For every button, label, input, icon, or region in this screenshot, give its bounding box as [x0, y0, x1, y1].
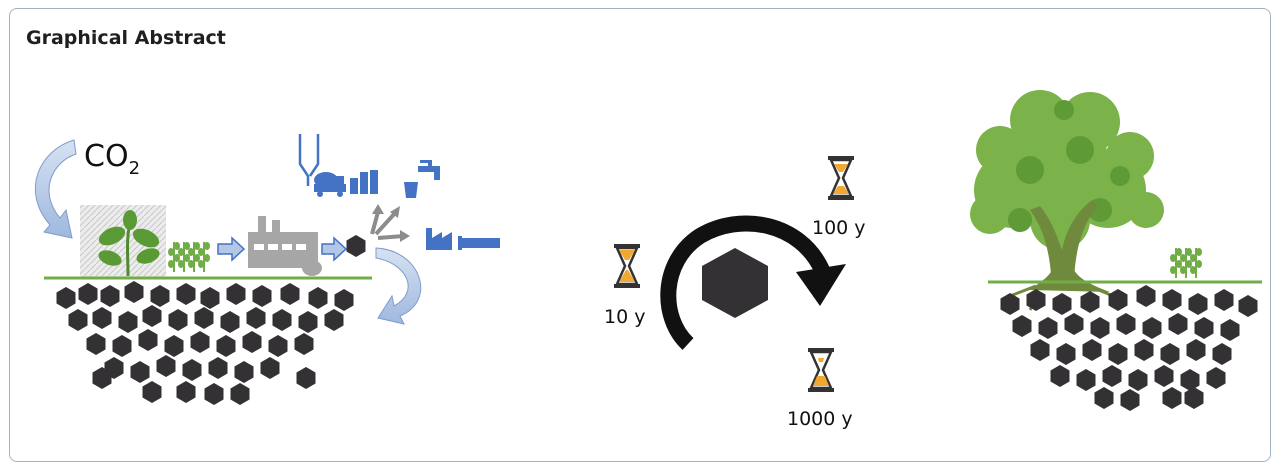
biochar-cluster-left — [56, 281, 354, 405]
industry-icon — [426, 228, 452, 250]
time-label-100y: 100 y — [812, 217, 866, 239]
co2-label: CO2 — [84, 139, 140, 179]
time-label-10y: 10 y — [604, 306, 645, 328]
hourglass-icon — [612, 242, 642, 290]
tap-icon — [404, 160, 440, 198]
arrow-right-icon — [321, 236, 348, 262]
plant-icon — [98, 210, 160, 277]
dispersal-arrows-icon — [370, 210, 405, 240]
cement-mixer-icon — [314, 172, 346, 197]
biochar-hexagon-large-icon — [702, 248, 768, 318]
crop-icon — [167, 241, 211, 273]
hourglass-icon — [826, 154, 856, 202]
circular-arrow-icon — [660, 215, 830, 350]
tree-icon — [970, 90, 1164, 311]
figure-title: Graphical Abstract — [26, 27, 226, 49]
buildings-icon — [350, 170, 378, 194]
return-arrow-icon — [375, 247, 422, 325]
biochar-cluster-right — [1000, 285, 1258, 411]
silo-icon — [298, 134, 320, 186]
co2-arrow-icon — [34, 139, 77, 239]
biochar-hexagon-icon — [346, 235, 366, 257]
circular-arrow-head — [796, 264, 846, 306]
time-label-1000y: 1000 y — [787, 408, 853, 430]
factory-icon — [248, 216, 322, 276]
arrow-right-icon — [217, 236, 246, 262]
hourglass-icon — [806, 346, 836, 394]
pipe-icon — [458, 236, 500, 250]
crop-icon — [1169, 247, 1203, 279]
